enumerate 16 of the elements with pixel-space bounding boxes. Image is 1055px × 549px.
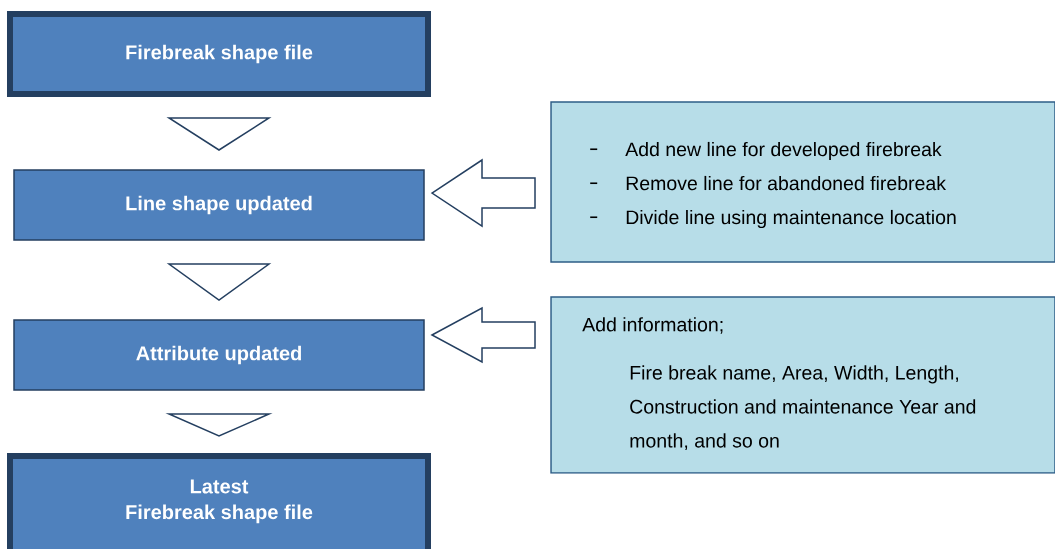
note-heading: Add information; <box>582 317 723 334</box>
box-label: Firebreak shape file <box>126 44 313 64</box>
list-item: Divide line using maintenance location <box>626 209 956 229</box>
box-label: Line shape updated <box>126 195 312 215</box>
box-label: Latest <box>190 479 249 494</box>
box-label: Attribute updated <box>136 345 301 365</box>
process-box <box>7 11 431 97</box>
box-label: Firebreak shape file <box>126 504 313 524</box>
note-box <box>550 101 1055 263</box>
process-box <box>13 169 425 241</box>
note-text: Fire break name, Area, Width, Length, Construction and maintenance Year and month, and so on <box>630 365 976 450</box>
list-item: Remove line for abandoned firebreak <box>626 175 946 191</box>
note-box <box>550 296 1055 474</box>
process-box <box>7 453 431 549</box>
list-item: Add new line for developed firebreak <box>625 141 942 161</box>
process-box <box>13 319 425 391</box>
